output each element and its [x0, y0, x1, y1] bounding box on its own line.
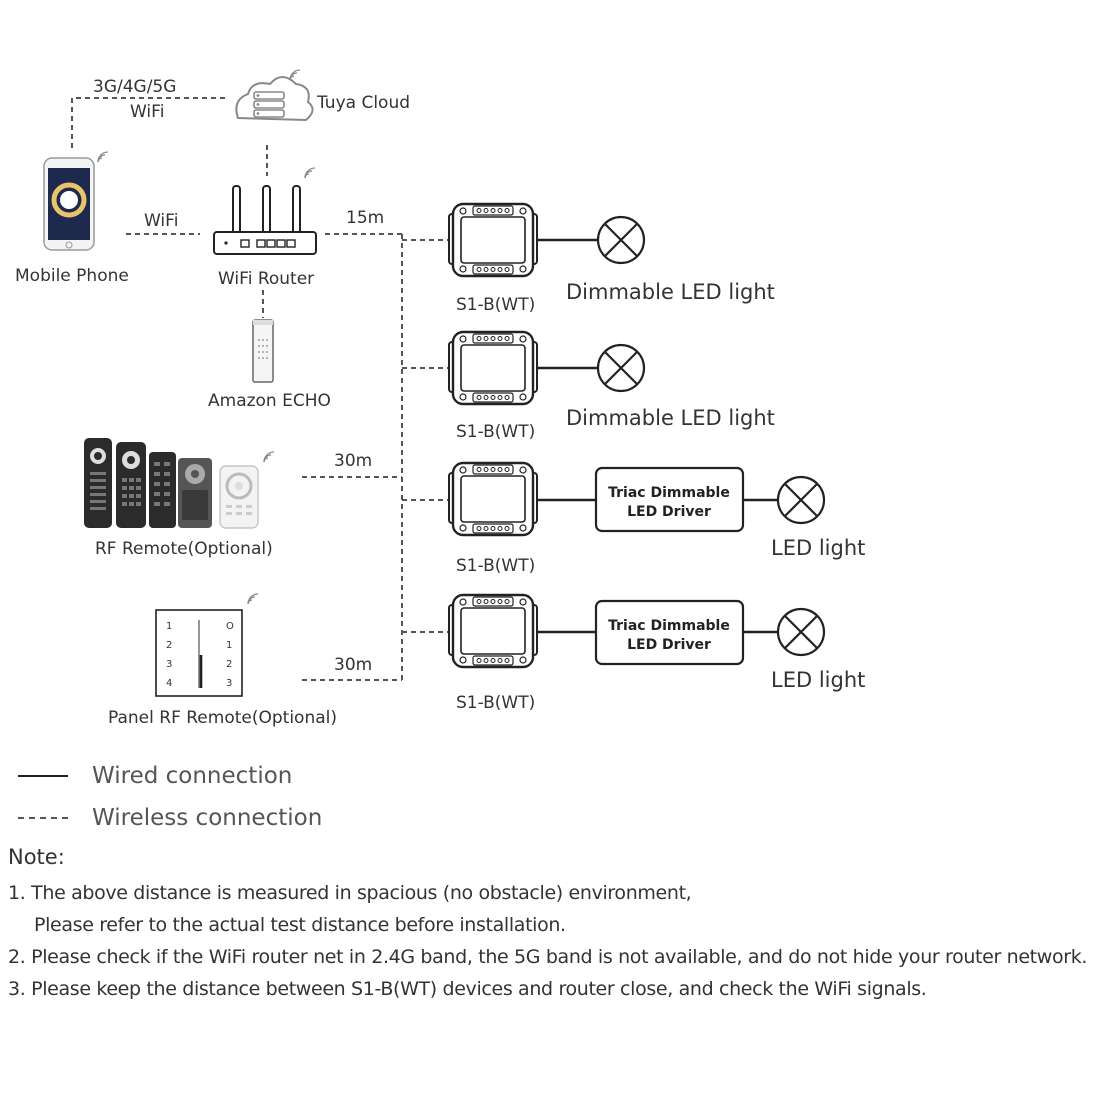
driver-line-2: LED Driver [627, 504, 711, 520]
panel-key-left: 1 [166, 621, 172, 632]
panel-key-left: 4 [166, 678, 172, 689]
phone-signal-icon [97, 151, 109, 163]
note-line: 3. Please keep the distance between S1-B… [8, 978, 927, 1000]
module-label: S1-B(WT) [456, 556, 535, 576]
panel-key-right: 1 [226, 640, 232, 651]
legend-wireless: Wireless connection [18, 803, 322, 833]
module-label: S1-B(WT) [456, 693, 535, 713]
panel-key-left: 2 [166, 640, 172, 651]
panel-key-right: 3 [226, 678, 232, 689]
note-line: Please refer to the actual test distance… [34, 914, 566, 936]
router-label: WiFi Router [218, 269, 314, 289]
panel-key-right: O [226, 621, 234, 632]
note-line: 1. The above distance is measured in spa… [8, 882, 692, 904]
panel-label: Panel RF Remote(Optional) [108, 708, 337, 728]
legend-wireless-label: Wireless connection [92, 805, 323, 831]
load-label: LED light [771, 536, 865, 560]
panel-distance: 30m [334, 655, 372, 675]
cloud-signal-icon [289, 69, 301, 81]
mobile-phone-icon [43, 157, 95, 251]
s1-module-icon [447, 202, 539, 278]
load-label: LED light [771, 668, 865, 692]
load-label: Dimmable LED light [566, 406, 775, 430]
phone-link-label: WiFi [144, 211, 178, 231]
rf-remote-signal-icon [263, 451, 275, 463]
module-label: S1-B(WT) [456, 422, 535, 442]
amazon-echo-icon [252, 319, 274, 383]
driver-line-2: LED Driver [627, 637, 711, 653]
panel-rf-remote-icon [155, 609, 243, 697]
driver-line-1: Triac Dimmable [608, 485, 730, 501]
s1-module-icon [447, 330, 539, 406]
s1-module-icon [447, 593, 539, 669]
echo-label: Amazon ECHO [208, 391, 331, 411]
wired-line-sample [18, 775, 68, 777]
notes: Note: 1. The above distance is measured … [8, 845, 1100, 1005]
phone-label: Mobile Phone [15, 266, 129, 286]
panel-signal-icon [247, 593, 259, 605]
legend-wired: Wired connection [18, 761, 292, 791]
driver-line-1: Triac Dimmable [608, 618, 730, 634]
notes-title: Note: [8, 845, 65, 869]
rf-remote-distance: 30m [334, 451, 372, 471]
cloud-label: Tuya Cloud [316, 93, 410, 113]
load-label: Dimmable LED light [566, 280, 775, 304]
s1-module-icon [447, 461, 539, 537]
panel-key-right: 2 [226, 659, 232, 670]
cloud-link-label-2: WiFi [130, 102, 164, 122]
cloud-link-label-1: 3G/4G/5G [93, 77, 176, 97]
lamp-icon [596, 215, 646, 265]
lamp-icon [596, 343, 646, 393]
legend-wired-label: Wired connection [92, 763, 293, 789]
rf-remote-label: RF Remote(Optional) [95, 539, 273, 559]
panel-key-left: 3 [166, 659, 172, 670]
router-distance: 15m [346, 208, 384, 228]
rf-remote-icon [84, 438, 259, 529]
lamp-icon [776, 607, 826, 657]
wireless-line-sample [18, 817, 68, 819]
lamp-icon [776, 475, 826, 525]
cloud-phone-link [71, 97, 228, 148]
module-label: S1-B(WT) [456, 295, 535, 315]
note-line: 2. Please check if the WiFi router net i… [8, 946, 1088, 968]
router-signal-icon [304, 167, 316, 179]
tuya-cloud-icon [235, 76, 314, 122]
wifi-router-icon [213, 185, 317, 255]
